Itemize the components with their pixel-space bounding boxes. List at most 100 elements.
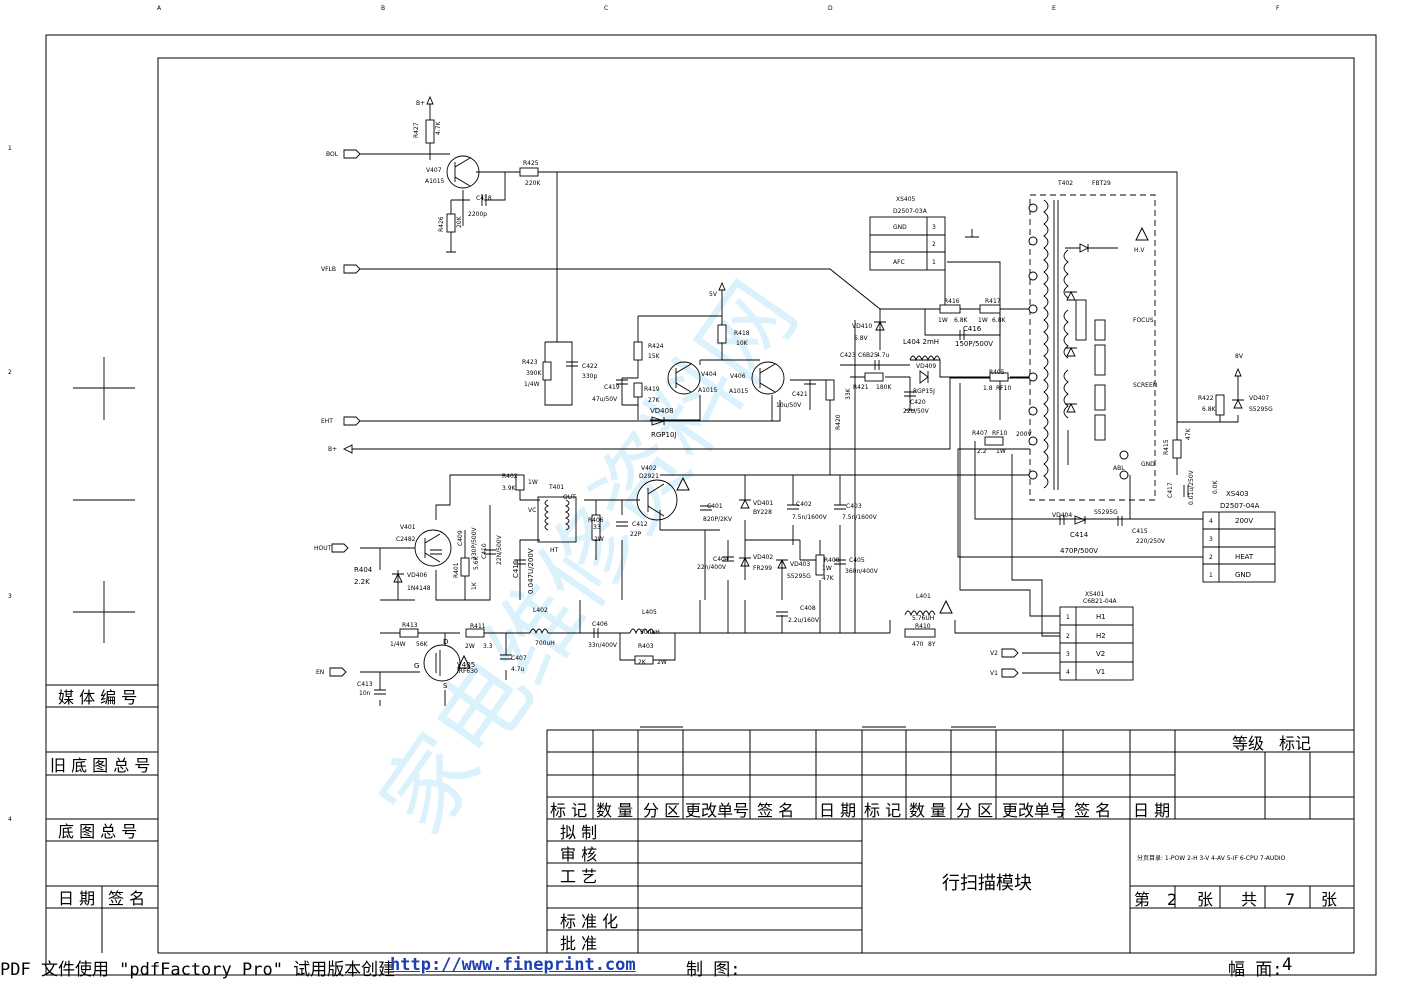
svg-text:VD404: VD404 <box>1052 512 1072 519</box>
fineprint-link[interactable]: http://www.fineprint.com <box>390 955 636 975</box>
svg-text:C402: C402 <box>796 501 812 508</box>
svg-text:VD402: VD402 <box>753 554 773 561</box>
svg-text:10K: 10K <box>736 340 749 347</box>
svg-text:2W: 2W <box>657 659 667 666</box>
svg-text:4: 4 <box>1066 669 1070 676</box>
svg-text:2W: 2W <box>594 536 604 543</box>
svg-text:R419: R419 <box>644 386 660 393</box>
signature-label: 签 名 <box>108 889 145 908</box>
svg-text:2.2u/160V: 2.2u/160V <box>788 617 820 624</box>
svg-text:S5295G: S5295G <box>1094 509 1118 516</box>
svg-text:R415: R415 <box>1163 439 1170 455</box>
xs405-pin3-label: GND <box>893 224 907 231</box>
svg-text:2.2K: 2.2K <box>354 578 370 586</box>
svg-text:C416: C416 <box>963 325 982 333</box>
svg-text:1W: 1W <box>978 317 988 324</box>
svg-text:180K: 180K <box>876 384 892 391</box>
svg-text:47K: 47K <box>1185 427 1192 440</box>
svg-text:2: 2 <box>8 369 12 376</box>
svg-text:R407: R407 <box>972 430 988 437</box>
svg-text:700uH: 700uH <box>535 640 555 647</box>
svg-text:C414: C414 <box>1070 531 1089 539</box>
svg-text:4.7u: 4.7u <box>511 666 525 673</box>
svg-text:4.7K: 4.7K <box>435 120 442 135</box>
svg-text:22P: 22P <box>630 531 642 538</box>
svg-text:2K: 2K <box>638 659 647 666</box>
svg-text:R402: R402 <box>502 473 518 480</box>
old-drawing-number-label: 旧 底 图 总 号 <box>50 756 150 775</box>
svg-text:1W: 1W <box>938 317 948 324</box>
svg-text:330p: 330p <box>582 373 597 380</box>
svg-text:1W: 1W <box>822 565 832 572</box>
flyback-transformer <box>1028 194 1156 501</box>
svg-text:XS401: XS401 <box>1085 591 1105 598</box>
svg-text:470P/500V: 470P/500V <box>1060 547 1098 555</box>
svg-text:G: G <box>414 662 419 670</box>
role-drafted: 拟 制 <box>560 823 597 842</box>
svg-text:分 区: 分 区 <box>956 801 993 820</box>
inductors <box>529 355 941 635</box>
warning-icon <box>457 226 1149 669</box>
svg-text:L405: L405 <box>642 609 657 616</box>
svg-text:L401: L401 <box>916 593 931 600</box>
svg-text:S: S <box>443 682 448 690</box>
svg-text:数 量: 数 量 <box>909 801 946 820</box>
net-8v-top: B+ <box>416 100 425 107</box>
svg-text:张: 张 <box>1197 890 1213 909</box>
svg-text:22N/500V: 22N/500V <box>496 534 503 565</box>
svg-text:0.01u/250V: 0.01u/250V <box>1188 469 1195 505</box>
svg-text:C418: C418 <box>476 195 492 202</box>
svg-text:C6B21-04A: C6B21-04A <box>1083 598 1118 605</box>
svg-text:5.76UH: 5.76UH <box>912 615 934 622</box>
svg-text:VD410: VD410 <box>852 323 872 330</box>
svg-text:H1: H1 <box>1096 613 1106 621</box>
svg-text:BY228: BY228 <box>753 509 772 516</box>
svg-text:日 期: 日 期 <box>819 801 856 820</box>
svg-text:4: 4 <box>1209 518 1213 525</box>
svg-text:20K: 20K <box>456 215 463 228</box>
svg-text:T401: T401 <box>548 484 564 491</box>
svg-text:C407: C407 <box>511 655 527 662</box>
svg-text:分 区: 分 区 <box>643 801 680 820</box>
svg-text:8Y: 8Y <box>928 641 936 648</box>
svg-text:360n/400V: 360n/400V <box>845 568 879 575</box>
net-5v: 5V <box>709 291 718 298</box>
svg-text:1: 1 <box>8 145 12 152</box>
svg-text:7.5n/1600V: 7.5n/1600V <box>792 514 828 521</box>
svg-text:R426: R426 <box>438 216 445 232</box>
svg-text:R405: R405 <box>989 369 1005 376</box>
svg-text:R427: R427 <box>413 122 420 138</box>
svg-text:R401: R401 <box>453 562 460 578</box>
xs405-pin1-label: AFC <box>893 259 905 266</box>
svg-text:VD409: VD409 <box>916 363 936 370</box>
svg-text:SCREEN: SCREEN <box>1133 382 1157 389</box>
svg-text:3.3: 3.3 <box>483 643 493 650</box>
svg-text:1/4W: 1/4W <box>390 641 406 648</box>
svg-text:L404 2mH: L404 2mH <box>903 338 939 346</box>
svg-text:10u/50V: 10u/50V <box>776 402 802 409</box>
svg-text:标 记: 标 记 <box>864 801 901 820</box>
svg-text:C406: C406 <box>592 621 608 628</box>
media-number-label: 媒 体 编 号 <box>58 688 137 707</box>
svg-text:47K: 47K <box>822 575 835 582</box>
svg-text:T402: T402 <box>1057 180 1073 187</box>
svg-text:C6B25: C6B25 <box>858 352 878 359</box>
svg-text:1K: 1K <box>471 581 478 590</box>
svg-text:0.047U/200V: 0.047U/200V <box>527 548 535 594</box>
svg-text:VD408: VD408 <box>650 407 674 415</box>
svg-text:S5295G: S5295G <box>1249 406 1273 413</box>
svg-text:22U/50V: 22U/50V <box>903 408 930 415</box>
format-label: 幅 面: <box>1228 960 1283 980</box>
svg-text:HT: HT <box>550 547 559 554</box>
role-standardization: 标 准 化 <box>560 912 618 931</box>
net-vflb: VFLB <box>321 266 336 273</box>
svg-text:D2921: D2921 <box>639 473 659 480</box>
svg-text:C415: C415 <box>1132 528 1148 535</box>
svg-text:V404: V404 <box>701 371 717 378</box>
svg-text:1W: 1W <box>996 448 1006 455</box>
svg-text:D2507-03A: D2507-03A <box>893 208 928 215</box>
svg-text:1/4W: 1/4W <box>524 381 540 388</box>
svg-text:33n/400V: 33n/400V <box>588 642 618 649</box>
svg-text:R418: R418 <box>734 330 750 337</box>
svg-text:日 期: 日 期 <box>1133 801 1170 820</box>
